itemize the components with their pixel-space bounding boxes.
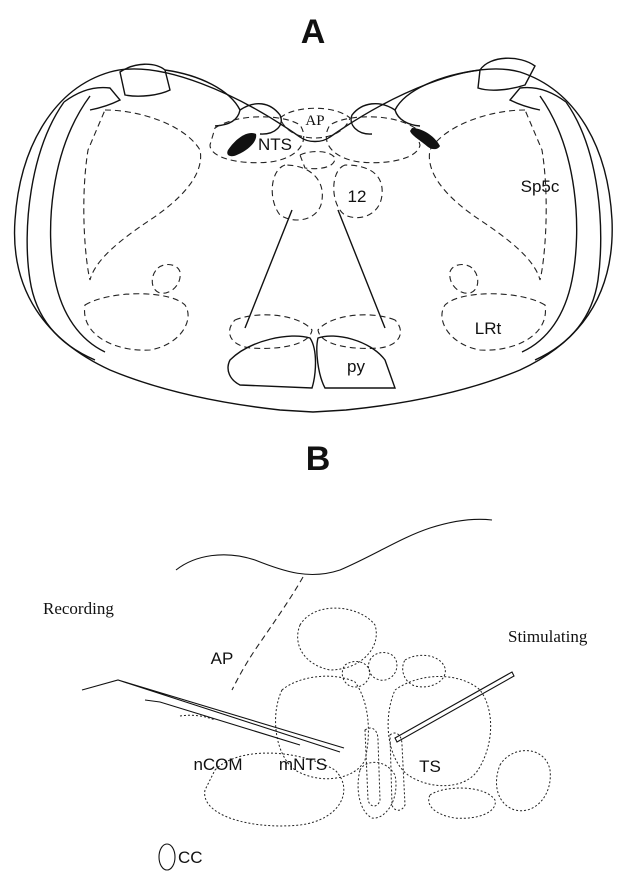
sp5c-label: Sp5c (521, 177, 560, 196)
right-dorsal-cap (510, 88, 566, 110)
py-label: py (347, 357, 365, 376)
stripe-1 (365, 728, 380, 806)
ts-label: TS (419, 757, 441, 776)
mid-lower-oval (358, 762, 396, 818)
ap-label: AP (305, 113, 324, 129)
central-canal (159, 844, 175, 870)
raphe-wedge (245, 210, 385, 328)
right-nts-lesion (410, 128, 440, 149)
left-lateral-reticular (85, 294, 189, 350)
ap-b-label: AP (211, 649, 234, 668)
left-hypoglossal (272, 165, 322, 220)
recording-electrode (82, 680, 344, 752)
panel-a: A (15, 13, 613, 412)
right-lateral-inner (522, 96, 577, 352)
left-pyramid (228, 336, 315, 388)
dorsal-surface (176, 519, 492, 574)
right-oval-3 (496, 751, 550, 811)
panel-b-letter: B (306, 440, 331, 478)
ncom-label: nCOM (193, 755, 242, 774)
left-center-nucleus (300, 152, 335, 169)
nts-label: NTS (258, 135, 292, 154)
stimulating-electrode (395, 672, 514, 742)
left-spinal-trigeminal (84, 110, 201, 280)
upper-oval (298, 608, 377, 670)
left-fasciculus (165, 70, 240, 126)
small-oval-2 (342, 661, 370, 687)
left-olive (230, 315, 312, 349)
recording-label: Recording (43, 599, 114, 618)
left-small-nucleus (152, 265, 180, 294)
small-round-1 (368, 653, 396, 681)
left-lateral-inner (51, 96, 105, 352)
right-small-nucleus (450, 265, 478, 294)
mnts-label: mNTS (279, 755, 327, 774)
left-nts-lesion (227, 133, 256, 156)
panel-a-letter: A (301, 13, 326, 51)
stripe-2 (390, 733, 405, 810)
lrt-label: LRt (475, 319, 502, 338)
ap-boundary (232, 577, 303, 690)
stimulating-label: Stimulating (508, 627, 588, 646)
twelve-label: 12 (348, 187, 367, 206)
cc-label: CC (178, 848, 203, 867)
right-nts-region (326, 117, 420, 163)
panel-b: B Recording Stimulating AP nCOM mNTS TS (43, 440, 588, 870)
left-gracile (240, 104, 281, 134)
right-oval-2 (429, 788, 496, 818)
right-fasciculus (395, 70, 480, 126)
right-olive (318, 315, 400, 349)
right-lateral-boundary (535, 102, 601, 360)
